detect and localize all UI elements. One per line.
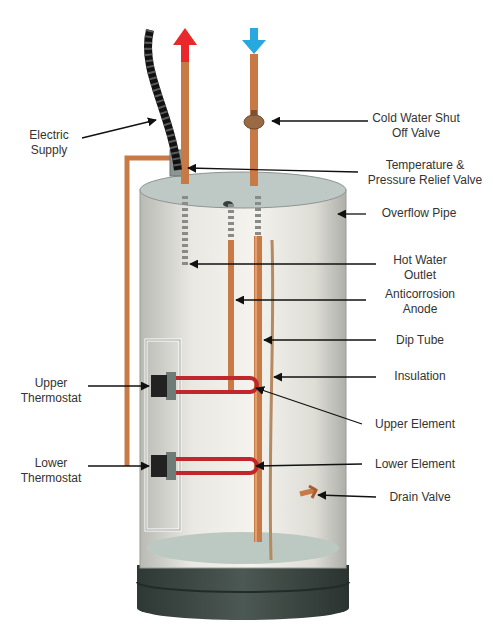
leader-arrow xyxy=(188,168,358,172)
overflow-pipe xyxy=(127,158,174,466)
leader-arrows xyxy=(82,120,376,497)
leader-arrow xyxy=(318,495,376,497)
shutoff-valve-stem xyxy=(251,110,257,116)
shutoff-valve xyxy=(244,115,264,129)
part-label: Cold Water Shut Off Valve xyxy=(371,111,461,141)
cable-coil xyxy=(148,30,178,170)
electric-cable xyxy=(148,30,178,170)
upper-thermostat xyxy=(151,375,167,397)
hot-outlet-thread xyxy=(182,196,188,268)
thermostat-panel-edge xyxy=(146,340,180,530)
tank-base xyxy=(137,565,349,620)
leader-arrow xyxy=(88,465,149,466)
tank-water xyxy=(147,532,339,564)
lower-element xyxy=(176,459,257,473)
part-label: Upper Thermostat xyxy=(12,376,90,406)
tank-shell xyxy=(140,190,346,568)
part-label: Lower Element xyxy=(365,457,465,472)
leader-arrow xyxy=(264,339,376,340)
drain-valve-handle xyxy=(309,486,316,498)
leader-arrow xyxy=(274,376,376,377)
leader-arrow xyxy=(272,120,368,121)
part-label: Lower Thermostat xyxy=(12,456,90,486)
base-ring xyxy=(137,582,349,592)
part-label: Overflow Pipe xyxy=(364,206,474,221)
leader-arrow xyxy=(88,385,149,386)
leader-arrow xyxy=(338,213,366,214)
part-label: Anticorrosion Anode xyxy=(370,287,470,317)
upper-element xyxy=(176,378,257,392)
element-plate xyxy=(166,452,176,480)
tank-top xyxy=(140,172,346,208)
dip-tube-thread xyxy=(255,196,261,236)
base-shell xyxy=(137,565,349,620)
leader-arrow xyxy=(256,464,362,466)
top-pipes xyxy=(127,28,266,466)
leader-arrow xyxy=(236,299,366,300)
part-label: Insulation xyxy=(380,369,460,384)
part-label: Temperature & Pressure Relief Valve xyxy=(360,158,490,188)
tank-body xyxy=(140,172,346,568)
tank-internals xyxy=(146,196,316,560)
part-label: Hot Water Outlet xyxy=(380,253,460,283)
lower-thermostat xyxy=(151,455,167,477)
anode-rod xyxy=(228,240,234,392)
part-label: Dip Tube xyxy=(380,333,460,348)
leader-arrow xyxy=(256,388,362,424)
thermostat-panel xyxy=(146,340,180,530)
element-plate xyxy=(166,372,176,400)
cold-flow-arrow xyxy=(242,28,266,54)
hot-pipe xyxy=(181,62,189,184)
anode-thread xyxy=(228,204,234,240)
part-label: Electric Supply xyxy=(18,128,80,158)
insulation-line xyxy=(270,240,273,560)
part-label: Drain Valve xyxy=(380,490,460,505)
leader-arrow xyxy=(82,120,156,138)
hot-flow-arrow xyxy=(173,28,197,62)
part-label: Upper Element xyxy=(365,417,465,432)
leader-arrow xyxy=(190,263,376,264)
